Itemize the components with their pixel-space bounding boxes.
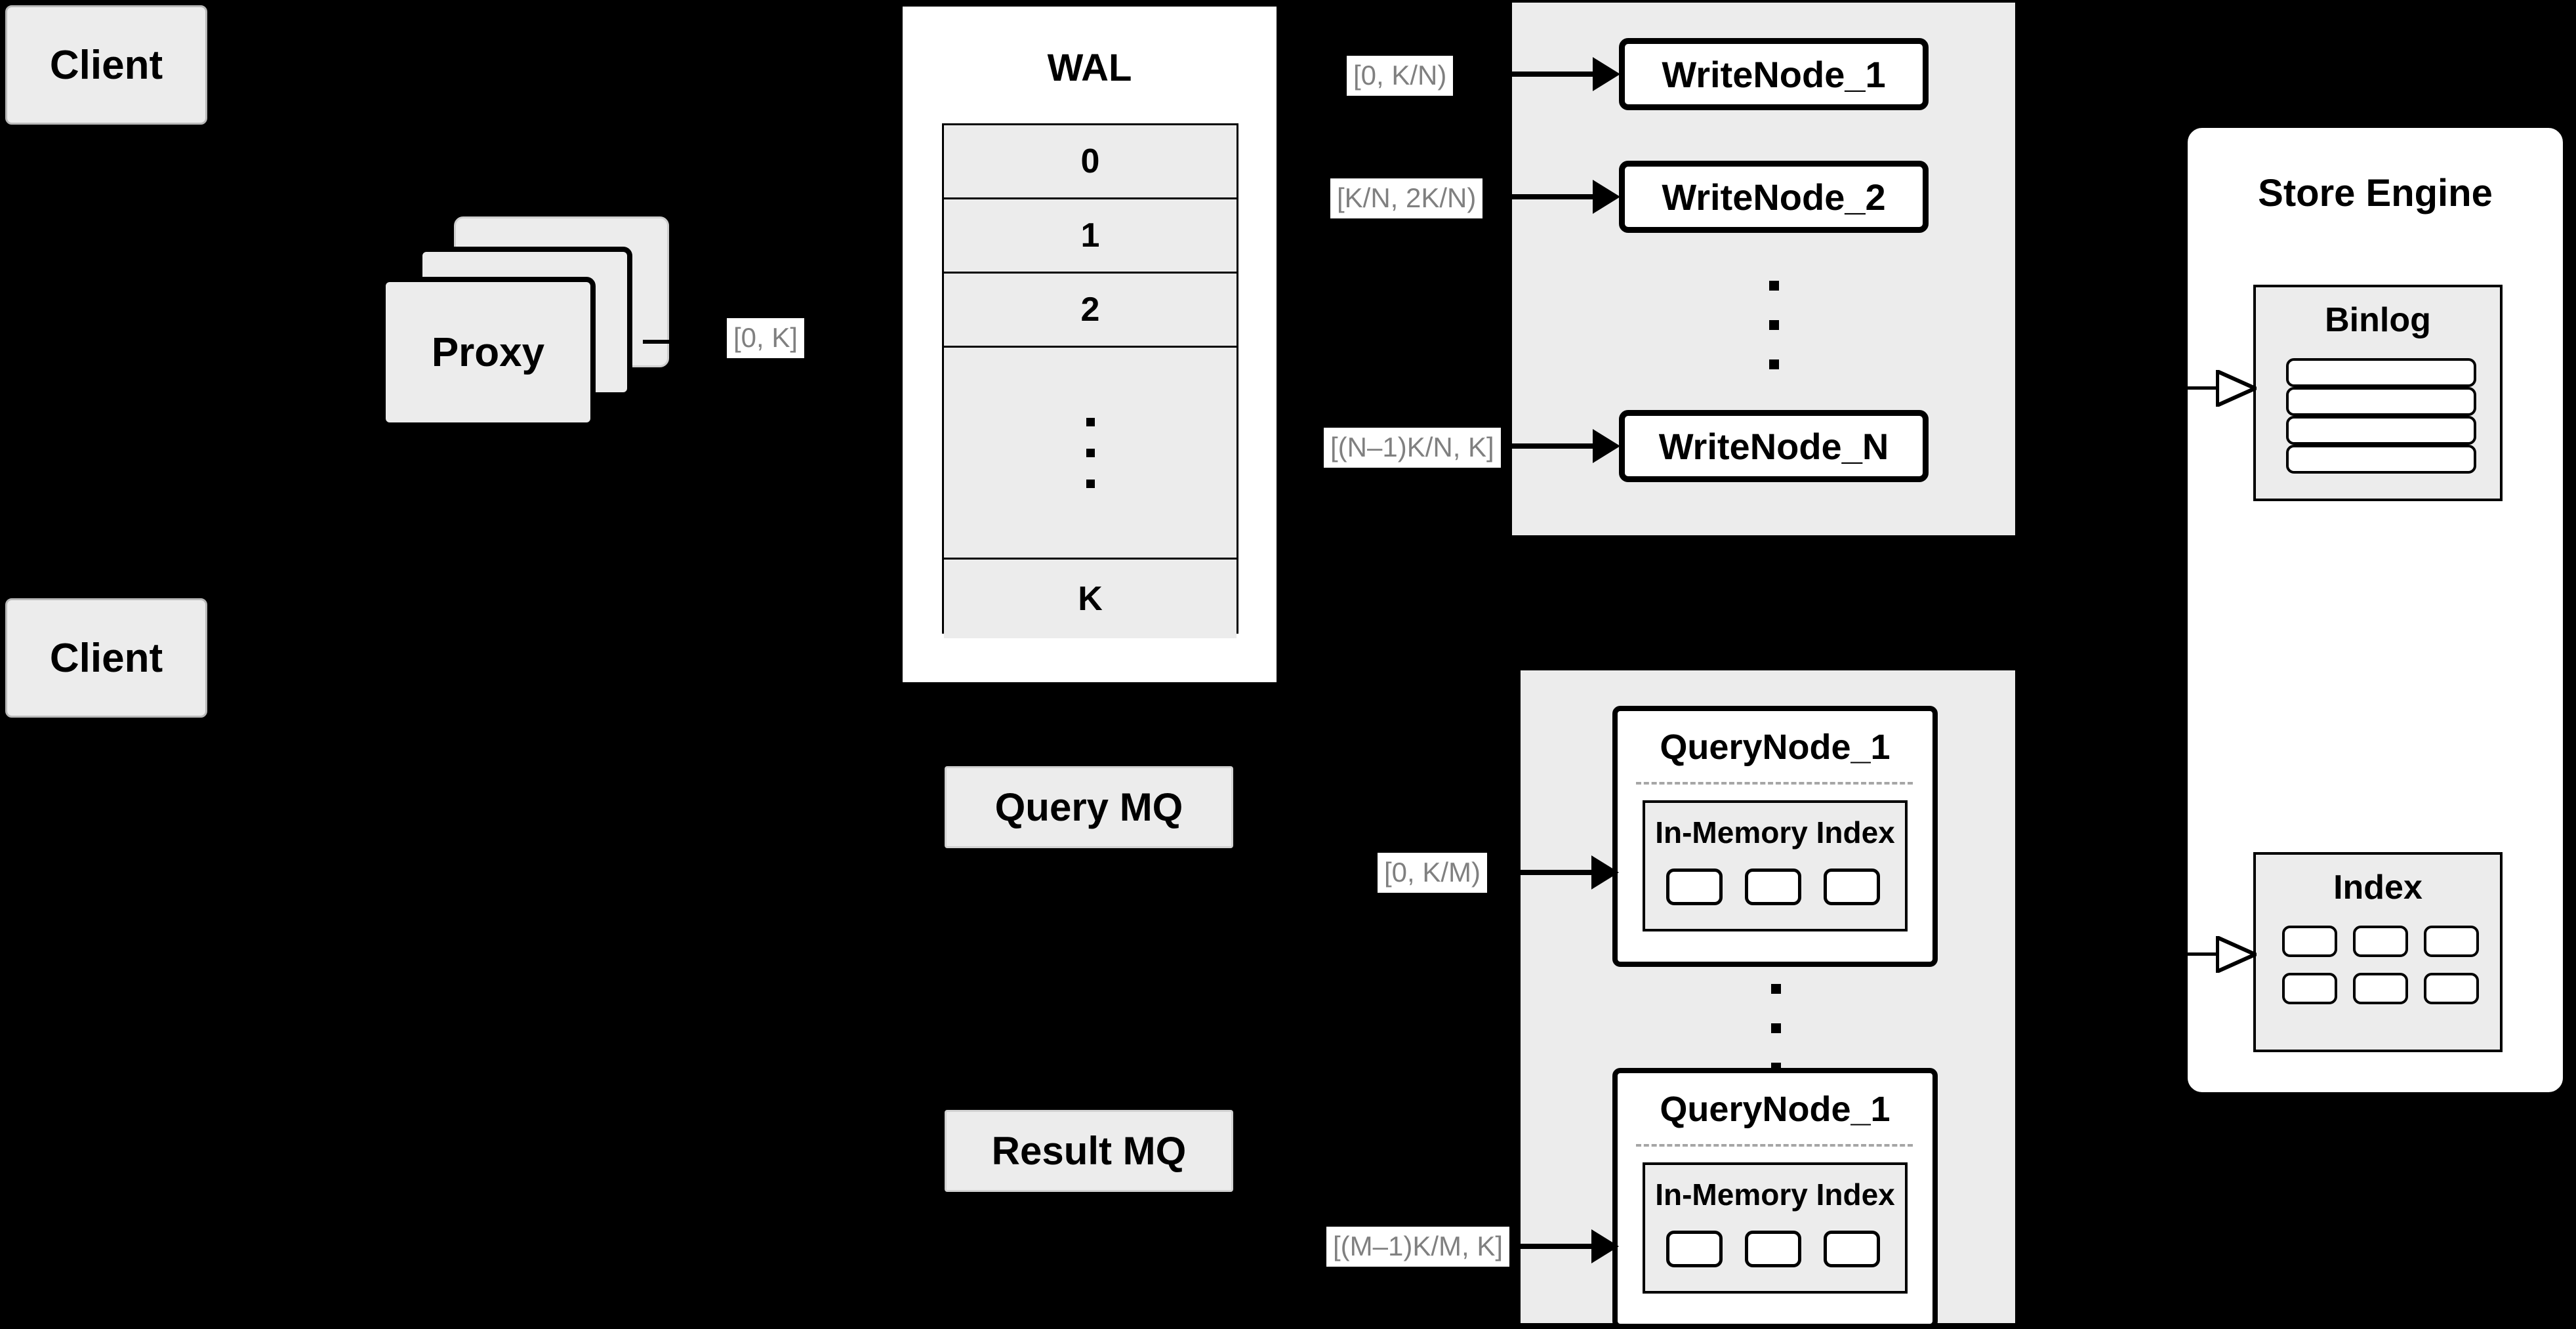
- proxy-label: Proxy: [431, 329, 545, 375]
- proxy-stack[interactable]: Proxy: [380, 216, 682, 433]
- result-mq-label: Result MQ: [991, 1129, 1187, 1173]
- query-node-m[interactable]: QueryNode_1 In-Memory Index: [1612, 1068, 1938, 1329]
- result-mq-box[interactable]: Result MQ: [945, 1110, 1233, 1192]
- ellipsis-dot: [1771, 984, 1781, 994]
- arrow-head-to-query-node-m: [1591, 1229, 1619, 1263]
- arrow-head-to-write-node-2: [1593, 180, 1620, 214]
- query-node-separator: [1636, 1144, 1913, 1147]
- index-chip[interactable]: [1745, 1231, 1801, 1267]
- index-chip[interactable]: [2282, 973, 2337, 1004]
- arrow-line-to-index: [2188, 952, 2218, 956]
- index-chip[interactable]: [1666, 1231, 1723, 1267]
- edge-label-write-node-n: [(N–1)K/N, K]: [1324, 428, 1501, 468]
- ellipsis-dot: [1769, 359, 1779, 369]
- ellipsis-dot: [1086, 448, 1095, 457]
- arrow-line-to-write-node-1: [1510, 72, 1595, 77]
- client-label: Client: [49, 635, 163, 681]
- client-box-bottom[interactable]: Client: [5, 598, 207, 718]
- write-node-ellipsis: [1769, 281, 1779, 369]
- edge-label-proxy-to-wal: [0, K]: [727, 318, 805, 358]
- query-node-label: QueryNode_1: [1660, 727, 1891, 767]
- edge-label-text: [(N–1)K/N, K]: [1330, 432, 1494, 462]
- store-engine-title: Store Engine: [2258, 172, 2493, 215]
- binlog-panel: Binlog: [2253, 285, 2503, 501]
- index-chip[interactable]: [2424, 973, 2479, 1004]
- query-mq-box[interactable]: Query MQ: [945, 766, 1233, 848]
- edge-label-text: [0, K]: [733, 322, 798, 353]
- index-chip[interactable]: [1824, 869, 1880, 905]
- wal-title: WAL: [1047, 47, 1132, 89]
- write-node-1[interactable]: WriteNode_1: [1619, 38, 1929, 110]
- write-node-2[interactable]: WriteNode_2: [1619, 161, 1929, 233]
- index-chip[interactable]: [2424, 926, 2479, 957]
- arrow-line-to-query-node-1: [1517, 870, 1594, 875]
- edge-label-write-node-2: [K/N, 2K/N): [1330, 178, 1483, 218]
- binlog-bar[interactable]: [2286, 416, 2476, 445]
- edge-label-text: [0, K/M): [1384, 857, 1481, 888]
- edge-label-text: [0, K/N): [1353, 60, 1447, 91]
- write-node-label: WriteNode_1: [1662, 53, 1886, 95]
- edge-label-write-node-1: [0, K/N): [1347, 56, 1454, 96]
- write-node-label: WriteNode_N: [1658, 425, 1889, 467]
- index-chip[interactable]: [2353, 926, 2408, 957]
- arrow-head-to-binlog: [2216, 370, 2257, 407]
- arrow-line-to-query-node-m: [1517, 1244, 1594, 1249]
- query-node-separator: [1636, 782, 1913, 785]
- index-panel: Index: [2253, 852, 2503, 1052]
- client-label: Client: [49, 42, 163, 88]
- binlog-bar[interactable]: [2286, 445, 2476, 474]
- arrow-line-to-write-node-2: [1510, 194, 1595, 199]
- query-node-label: QueryNode_1: [1660, 1090, 1891, 1129]
- arrow-head-to-index: [2216, 936, 2257, 973]
- binlog-title: Binlog: [2325, 301, 2431, 339]
- query-mq-label: Query MQ: [994, 785, 1183, 829]
- in-memory-index-panel-1: In-Memory Index: [1643, 800, 1908, 931]
- edge-label-text: [K/N, 2K/N): [1337, 182, 1477, 213]
- edge-label-query-node-m: [(M–1)K/M, K]: [1326, 1227, 1510, 1267]
- query-node-1[interactable]: QueryNode_1 In-Memory Index: [1612, 706, 1938, 967]
- arrow-line-to-binlog: [2188, 386, 2218, 390]
- index-chip[interactable]: [2282, 926, 2337, 957]
- index-chip[interactable]: [1666, 869, 1723, 905]
- wal-panel: WAL 0 1 2 K: [899, 3, 1280, 686]
- index-chip[interactable]: [1824, 1231, 1880, 1267]
- wal-cell[interactable]: 1: [944, 199, 1237, 274]
- edge-label-query-node-1: [0, K/M): [1378, 853, 1488, 893]
- in-memory-index-title: In-Memory Index: [1655, 1177, 1895, 1212]
- index-chip[interactable]: [2353, 973, 2408, 1004]
- write-node-n[interactable]: WriteNode_N: [1619, 410, 1929, 482]
- in-memory-index-panel-2: In-Memory Index: [1643, 1162, 1908, 1294]
- client-box-top[interactable]: Client: [5, 5, 207, 125]
- arrow-line-to-write-node-n: [1510, 443, 1595, 449]
- store-engine-panel: Store Engine Binlog Index: [2188, 128, 2563, 1092]
- in-memory-index-title: In-Memory Index: [1655, 815, 1895, 849]
- binlog-bar[interactable]: [2286, 358, 2476, 387]
- ellipsis-dot: [1771, 1023, 1781, 1033]
- index-chip[interactable]: [1745, 869, 1801, 905]
- wal-cell[interactable]: K: [944, 560, 1237, 638]
- arrow-head-to-write-node-1: [1593, 57, 1620, 91]
- edge-label-text: [(M–1)K/M, K]: [1333, 1231, 1503, 1261]
- write-node-label: WriteNode_2: [1662, 176, 1886, 218]
- arrow-head-to-write-node-n: [1593, 429, 1620, 463]
- arrow-head-to-query-node-1: [1591, 855, 1619, 889]
- wal-cell[interactable]: 0: [944, 125, 1237, 199]
- wal-cell[interactable]: 2: [944, 274, 1237, 348]
- query-node-ellipsis: [1771, 984, 1781, 1073]
- proxy-card-front[interactable]: Proxy: [380, 277, 596, 428]
- ellipsis-dot: [1086, 417, 1095, 426]
- wal-cell-ellipsis: [944, 348, 1237, 560]
- ellipsis-dot: [1769, 281, 1779, 291]
- binlog-bar[interactable]: [2286, 387, 2476, 416]
- proxy-connector-line: [643, 340, 674, 344]
- wal-cell-stack: 0 1 2 K: [942, 123, 1238, 638]
- ellipsis-dot: [1769, 320, 1779, 330]
- ellipsis-dot: [1086, 479, 1095, 488]
- index-title: Index: [2333, 869, 2423, 907]
